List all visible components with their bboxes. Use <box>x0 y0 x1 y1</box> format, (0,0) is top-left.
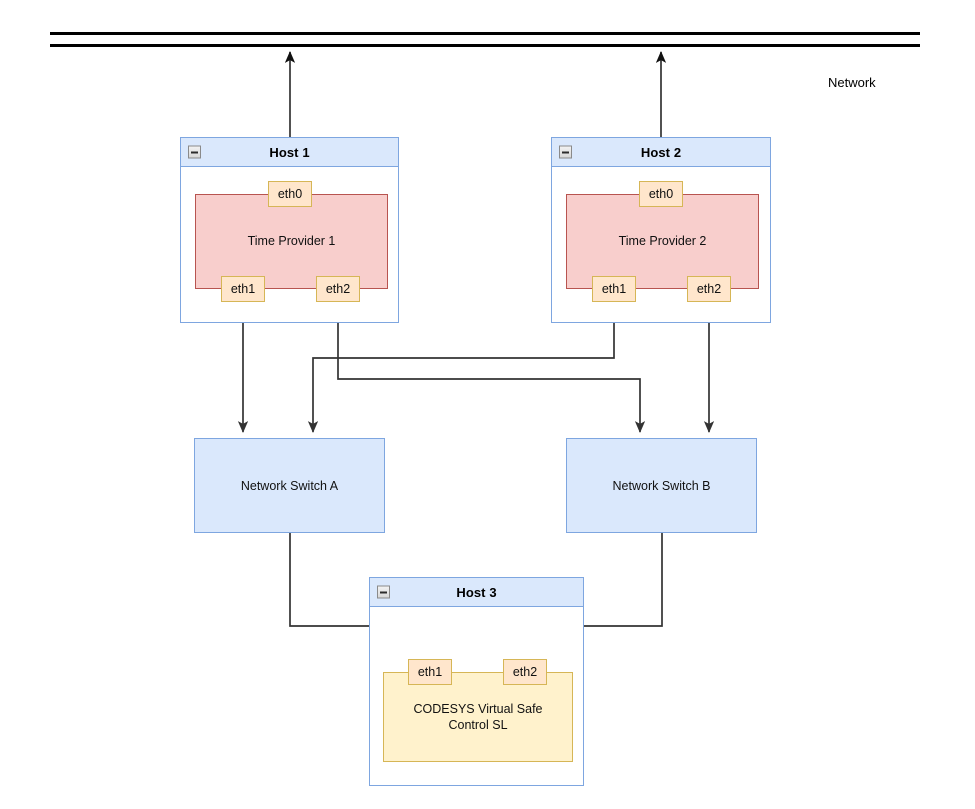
host-2-header: Host 2 <box>552 138 770 167</box>
codesys-label-line-1: CODESYS Virtual Safe <box>413 701 543 716</box>
codesys-virtual-safe-control-box[interactable]: CODESYS Virtual Safe Control SL <box>383 672 573 762</box>
host-1-header: Host 1 <box>181 138 398 167</box>
codesys-label-line-2: Control SL <box>448 718 508 732</box>
host-2-port-eth0-label: eth0 <box>648 187 674 201</box>
network-trunk-line-lower <box>50 44 920 47</box>
host-3-port-eth2-label: eth2 <box>512 665 538 679</box>
time-provider-1-label: Time Provider 1 <box>247 234 336 249</box>
host-1-port-eth1[interactable]: eth1 <box>221 276 265 302</box>
network-switch-b[interactable]: Network Switch B <box>566 438 757 533</box>
minus-square-icon[interactable] <box>188 145 201 159</box>
host-3-title: Host 3 <box>456 584 497 600</box>
host-3-port-eth1[interactable]: eth1 <box>408 659 452 685</box>
host-2-port-eth2[interactable]: eth2 <box>687 276 731 302</box>
minus-square-icon[interactable] <box>559 145 572 159</box>
host-1-port-eth2-label: eth2 <box>325 282 351 296</box>
time-provider-2-box[interactable]: Time Provider 2 <box>566 194 759 289</box>
host-1-title: Host 1 <box>269 144 310 160</box>
host-2-port-eth0[interactable]: eth0 <box>639 181 683 207</box>
network-switch-a-label: Network Switch A <box>240 478 339 493</box>
host-1-port-eth0[interactable]: eth0 <box>268 181 312 207</box>
minus-square-icon[interactable] <box>377 585 390 599</box>
host-2-title: Host 2 <box>640 144 682 160</box>
host-2-port-eth1-label: eth1 <box>601 282 627 296</box>
host-3-port-eth2[interactable]: eth2 <box>503 659 547 685</box>
host-1-port-eth0-label: eth0 <box>277 187 303 201</box>
host-1-port-eth1-label: eth1 <box>230 282 256 296</box>
host-1-port-eth2[interactable]: eth2 <box>316 276 360 302</box>
time-provider-1-box[interactable]: Time Provider 1 <box>195 194 388 289</box>
network-label: Network <box>828 75 876 90</box>
host-2-port-eth2-label: eth2 <box>696 282 722 296</box>
host-2-port-eth1[interactable]: eth1 <box>592 276 636 302</box>
network-switch-a[interactable]: Network Switch A <box>194 438 385 533</box>
network-switch-b-label: Network Switch B <box>612 478 711 493</box>
host-3-port-eth1-label: eth1 <box>417 665 443 679</box>
network-trunk-line-upper <box>50 32 920 35</box>
host-3-header: Host 3 <box>370 578 583 607</box>
time-provider-2-label: Time Provider 2 <box>618 234 707 249</box>
